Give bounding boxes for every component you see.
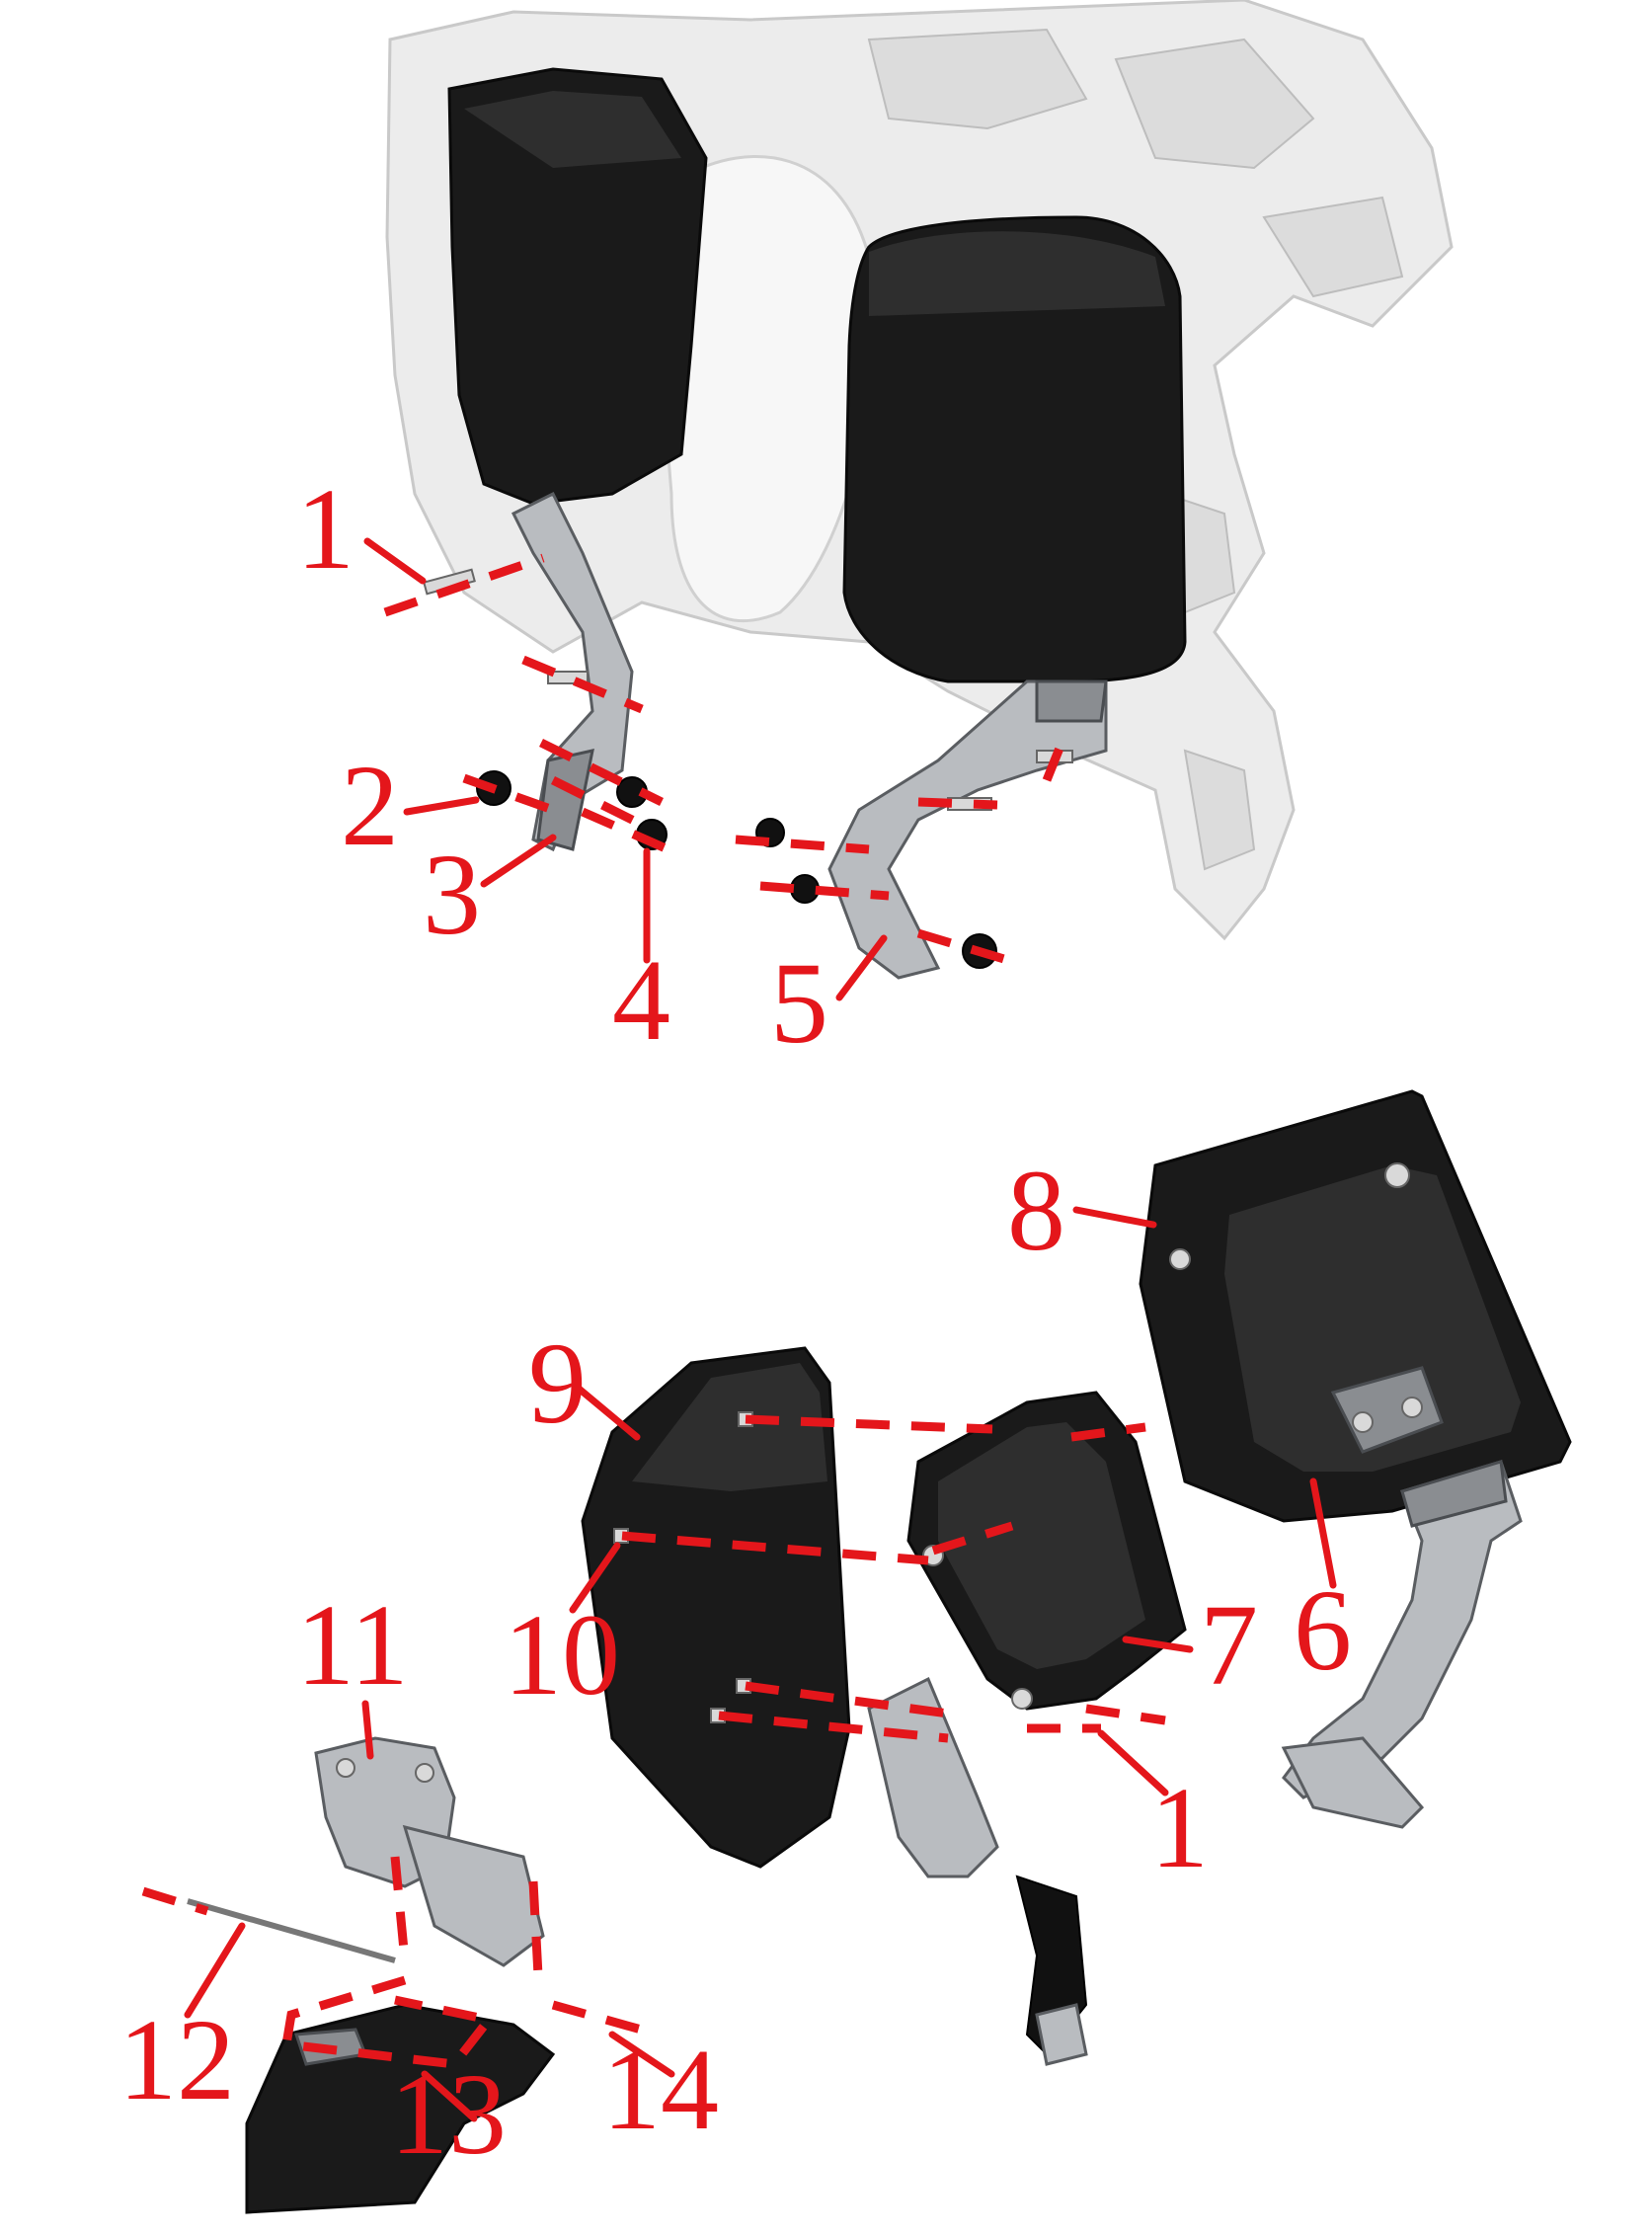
hinge-bracket-part-6 bbox=[1281, 1460, 1523, 1829]
callout-bottom-13: 13 bbox=[390, 2049, 507, 2179]
leader-bottom-14 bbox=[608, 2031, 675, 2078]
bottom-assembly-axes bbox=[141, 1414, 1166, 2069]
callout-top-5: 5 bbox=[770, 938, 828, 1068]
cover-part-9 bbox=[581, 1346, 851, 1869]
callout-bottom-12: 12 bbox=[118, 1995, 235, 2124]
left-knee-panel bbox=[447, 67, 708, 506]
leader-top-1 bbox=[363, 537, 427, 585]
leader-bottom-13 bbox=[421, 2070, 478, 2122]
lower-hinge-bracket bbox=[867, 1676, 1088, 2066]
leader-bottom-7 bbox=[1122, 1636, 1194, 1653]
leader-bottom-8 bbox=[1072, 1206, 1157, 1229]
callout-bottom-10: 10 bbox=[504, 1590, 620, 1719]
right-bracket bbox=[827, 679, 1108, 980]
callout-bottom-8: 8 bbox=[1007, 1146, 1065, 1275]
top-assembly-axes bbox=[383, 553, 1071, 968]
right-knee-panel bbox=[842, 215, 1187, 683]
panel-part-8 bbox=[1139, 1089, 1572, 1523]
callout-top-4: 4 bbox=[612, 935, 670, 1065]
callout-bottom-9: 9 bbox=[528, 1318, 587, 1448]
leader-bottom-9 bbox=[574, 1384, 641, 1441]
hinge-assembly-left bbox=[187, 1736, 556, 2214]
callout-top-2: 2 bbox=[341, 741, 399, 870]
leader-bottom-1 bbox=[1097, 1729, 1169, 1797]
callout-top-3: 3 bbox=[423, 830, 481, 959]
callout-bottom-14: 14 bbox=[602, 2025, 719, 2154]
leader-top-5 bbox=[835, 934, 888, 1001]
leader-bottom-12 bbox=[184, 1922, 246, 2019]
bottom-assembly: 8 9 10 11 7 6 1 12 13 14 bbox=[118, 1089, 1572, 2214]
leader-bottom-11 bbox=[361, 1700, 374, 1760]
top-assembly: 1 2 3 4 5 bbox=[296, 0, 1454, 1068]
callout-top-1: 1 bbox=[296, 464, 354, 594]
bottom-callouts: 8 9 10 11 7 6 1 12 13 14 bbox=[118, 1146, 1352, 2179]
leader-bottom-10 bbox=[569, 1542, 621, 1614]
callout-bottom-11: 11 bbox=[296, 1580, 409, 1710]
leader-bottom-6 bbox=[1309, 1477, 1337, 1589]
left-bracket bbox=[511, 491, 634, 852]
top-callouts: 1 2 3 4 5 bbox=[296, 464, 888, 1068]
leader-top-3 bbox=[480, 834, 557, 888]
leader-top-2 bbox=[403, 796, 480, 816]
callout-bottom-6: 6 bbox=[1294, 1565, 1352, 1695]
callout-bottom-7: 7 bbox=[1200, 1580, 1258, 1710]
panel-part-7 bbox=[906, 1391, 1187, 1711]
